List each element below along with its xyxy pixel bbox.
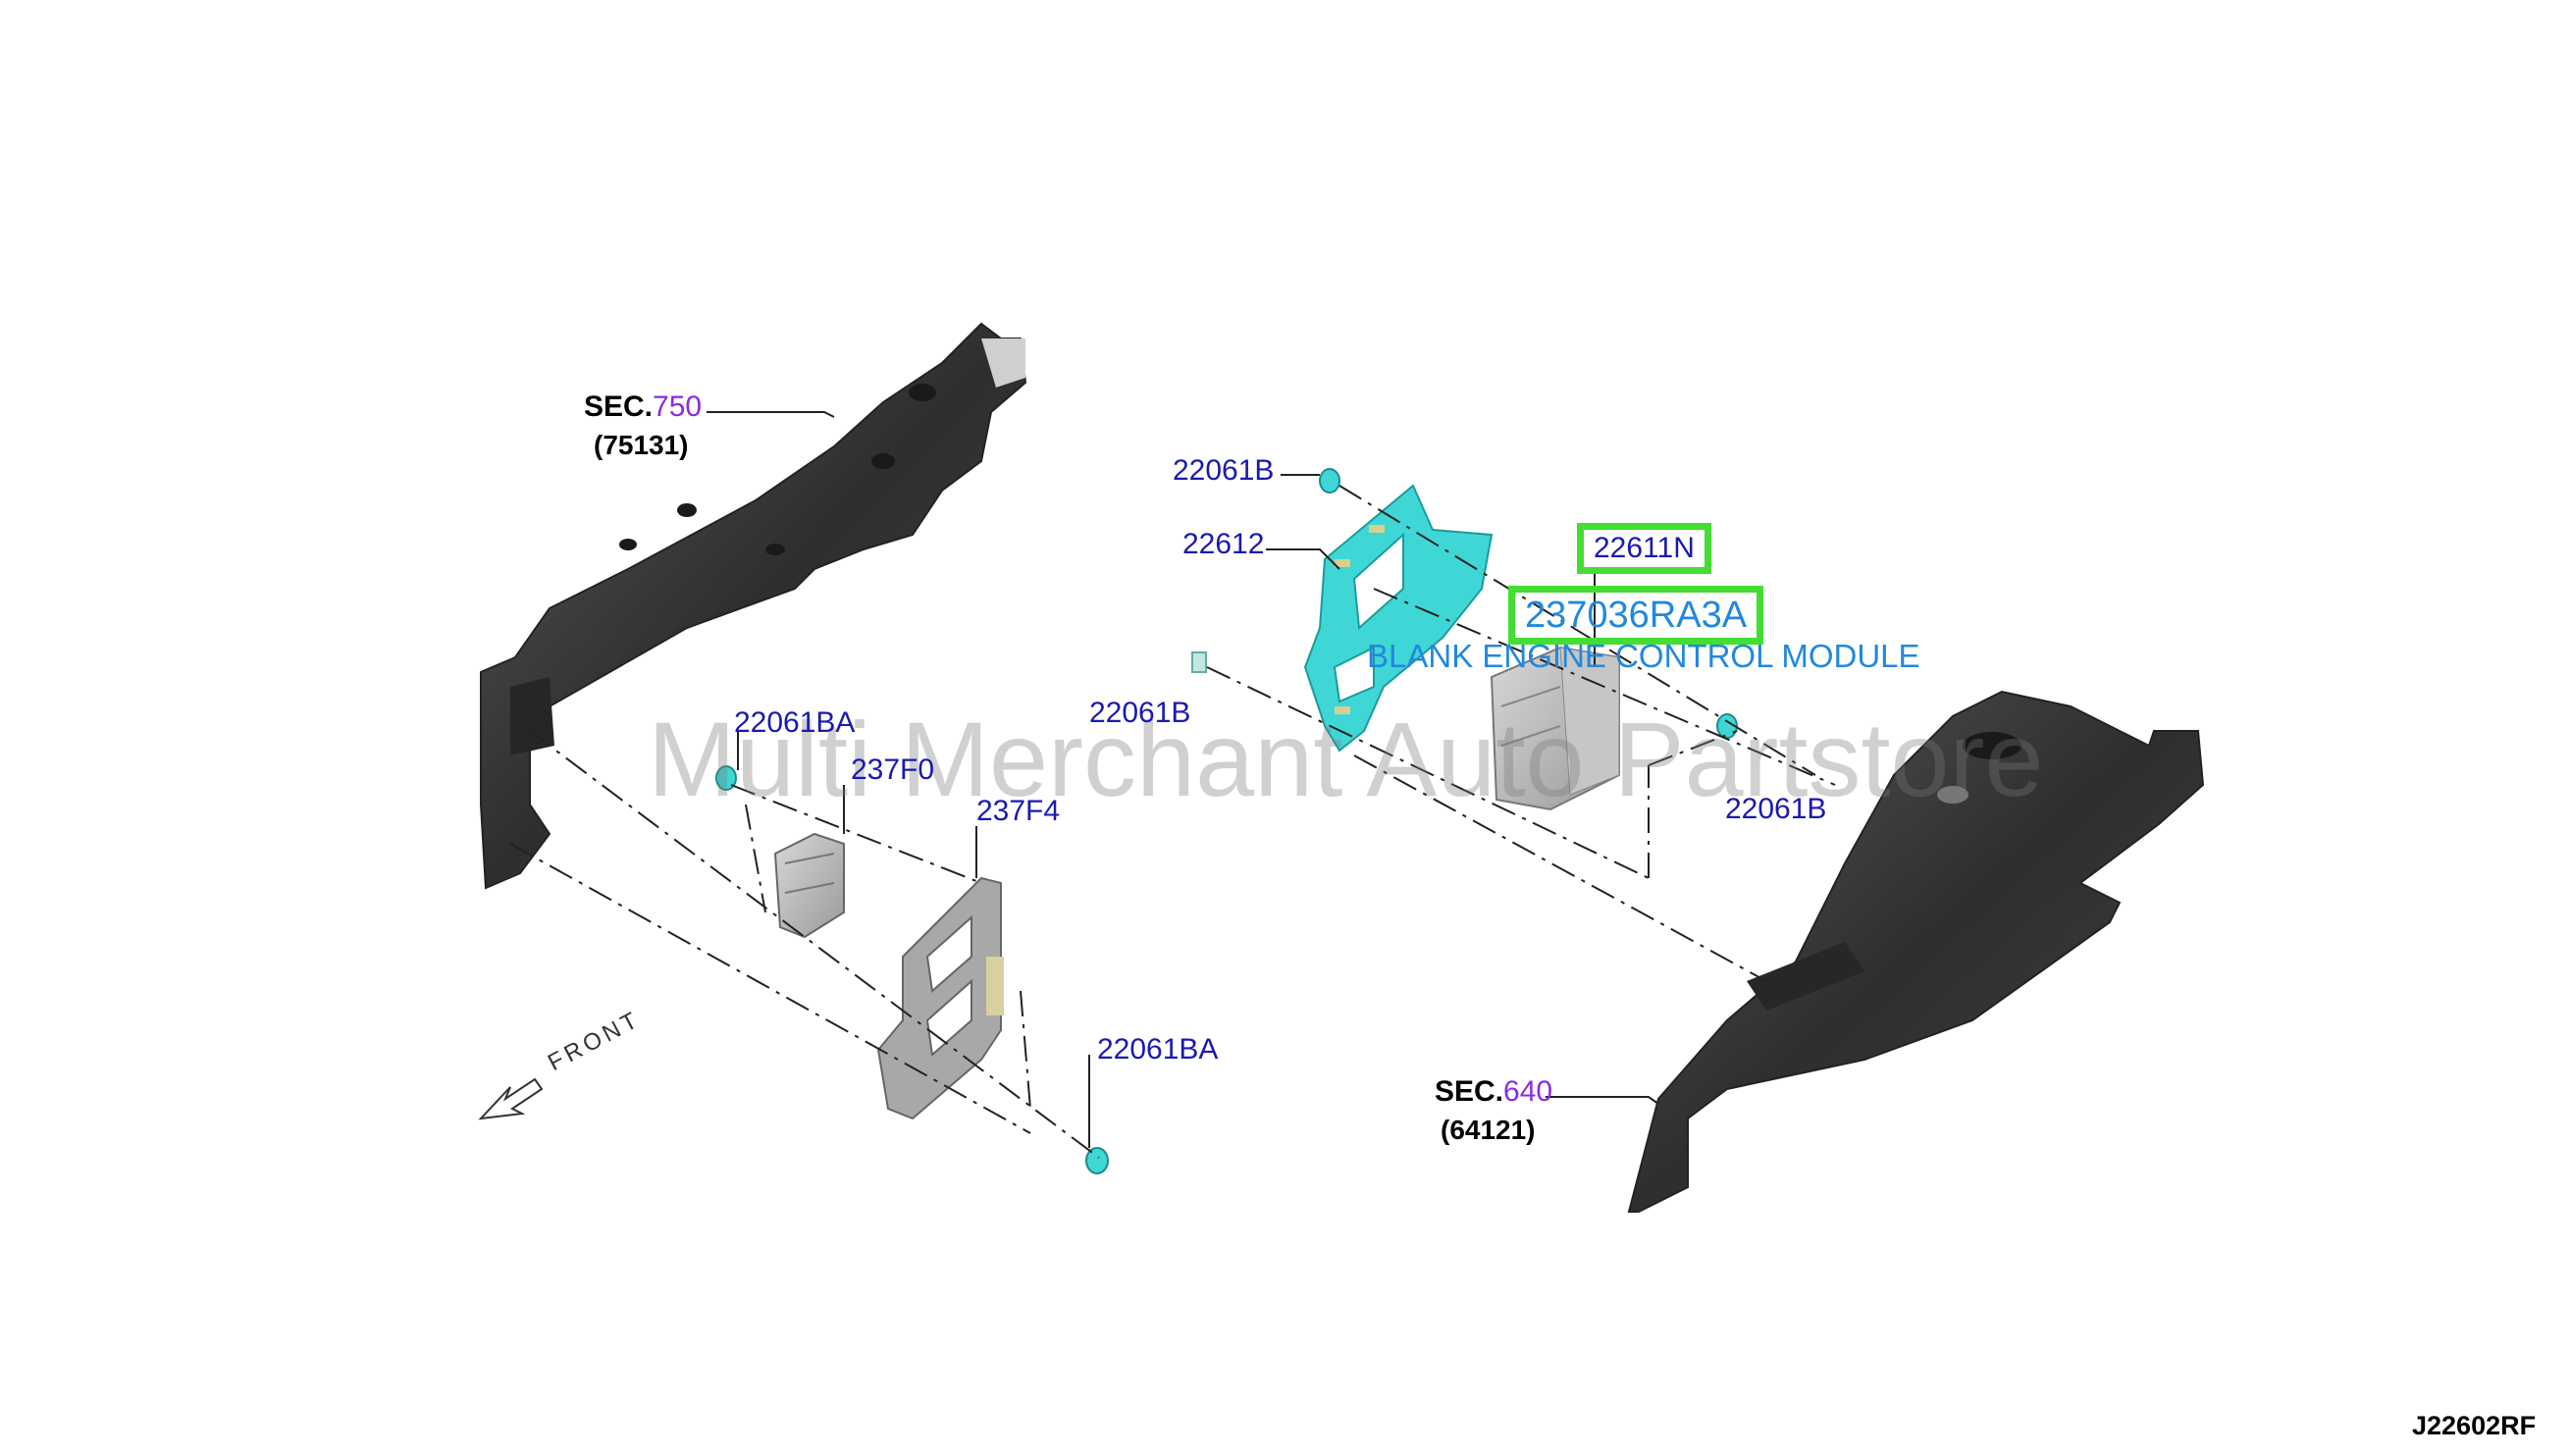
- part-label-22061B-right[interactable]: 22061B: [1725, 793, 1827, 825]
- sec750-number: 750: [653, 390, 703, 423]
- sec640-label: SEC.640: [1435, 1077, 1552, 1107]
- front-arrow-icon: [478, 1077, 544, 1120]
- bracket-237F4: [876, 876, 1004, 1120]
- ecm-237F0: [773, 832, 845, 939]
- part-description: BLANK ENGINE CONTROL MODULE: [1367, 638, 1920, 674]
- part-label-22061B-left[interactable]: 22061B: [1089, 697, 1191, 729]
- part-label-237F0[interactable]: 237F0: [851, 754, 935, 786]
- part-label-22612[interactable]: 22612: [1182, 528, 1265, 560]
- sec750-part: (75131): [594, 430, 689, 460]
- sec640-prefix: SEC.: [1435, 1075, 1504, 1108]
- part-label-22061BA-bottom[interactable]: 22061BA: [1097, 1033, 1219, 1066]
- sec750-label: SEC.750: [584, 392, 702, 422]
- sec750-prefix: SEC.: [584, 390, 654, 423]
- part-label-22611N[interactable]: 22611N: [1577, 523, 1711, 574]
- sec640-panel: [1627, 690, 2205, 1213]
- clip-22061B-right: [1716, 713, 1738, 739]
- assembly-lines: [509, 485, 1836, 1159]
- part-label-22061B-top[interactable]: 22061B: [1173, 454, 1275, 487]
- leader-lines: [707, 411, 1659, 1148]
- engine-control-module: [1490, 646, 1620, 811]
- clip-22061BA-bottom: [1085, 1147, 1109, 1174]
- clip-22061BA-top: [715, 765, 737, 791]
- bracket-22612: [1303, 484, 1494, 753]
- sec640-number: 640: [1503, 1075, 1553, 1108]
- clip-22061B-top: [1319, 468, 1340, 494]
- diagram-code: J22602RF: [2412, 1411, 2537, 1440]
- part-label-22061BA-top[interactable]: 22061BA: [734, 706, 856, 739]
- watermark: Multi Merchant Auto Partstore: [648, 700, 2044, 818]
- part-label-237F4[interactable]: 237F4: [976, 795, 1061, 827]
- part-label-237036RA3A[interactable]: 237036RA3A: [1508, 586, 1764, 645]
- sec640-part: (64121): [1441, 1115, 1536, 1145]
- clip-22061B-left: [1191, 651, 1207, 673]
- sec750-panel: [480, 322, 1027, 890]
